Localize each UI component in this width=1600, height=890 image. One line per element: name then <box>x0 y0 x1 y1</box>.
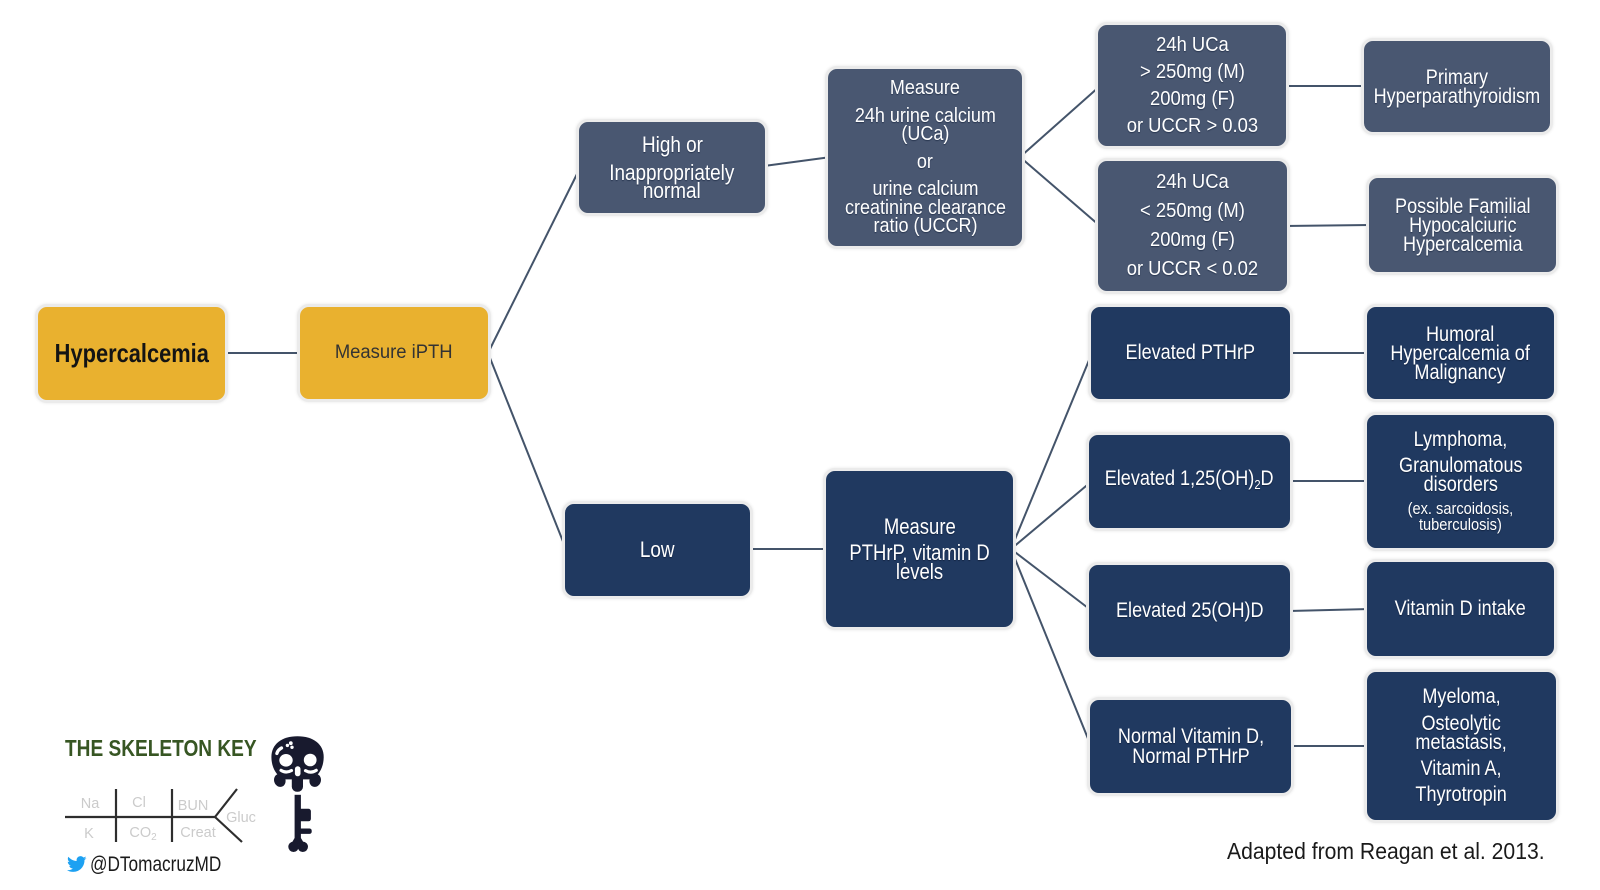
svg-text:Na: Na <box>81 796 100 812</box>
svg-text:Creat: Creat <box>180 825 215 841</box>
svg-text:Cl: Cl <box>132 795 146 811</box>
svg-text:Gluc: Gluc <box>226 810 256 826</box>
svg-text:K: K <box>84 826 94 842</box>
svg-text:CO2: CO2 <box>129 825 157 843</box>
svg-text:BUN: BUN <box>178 798 209 814</box>
